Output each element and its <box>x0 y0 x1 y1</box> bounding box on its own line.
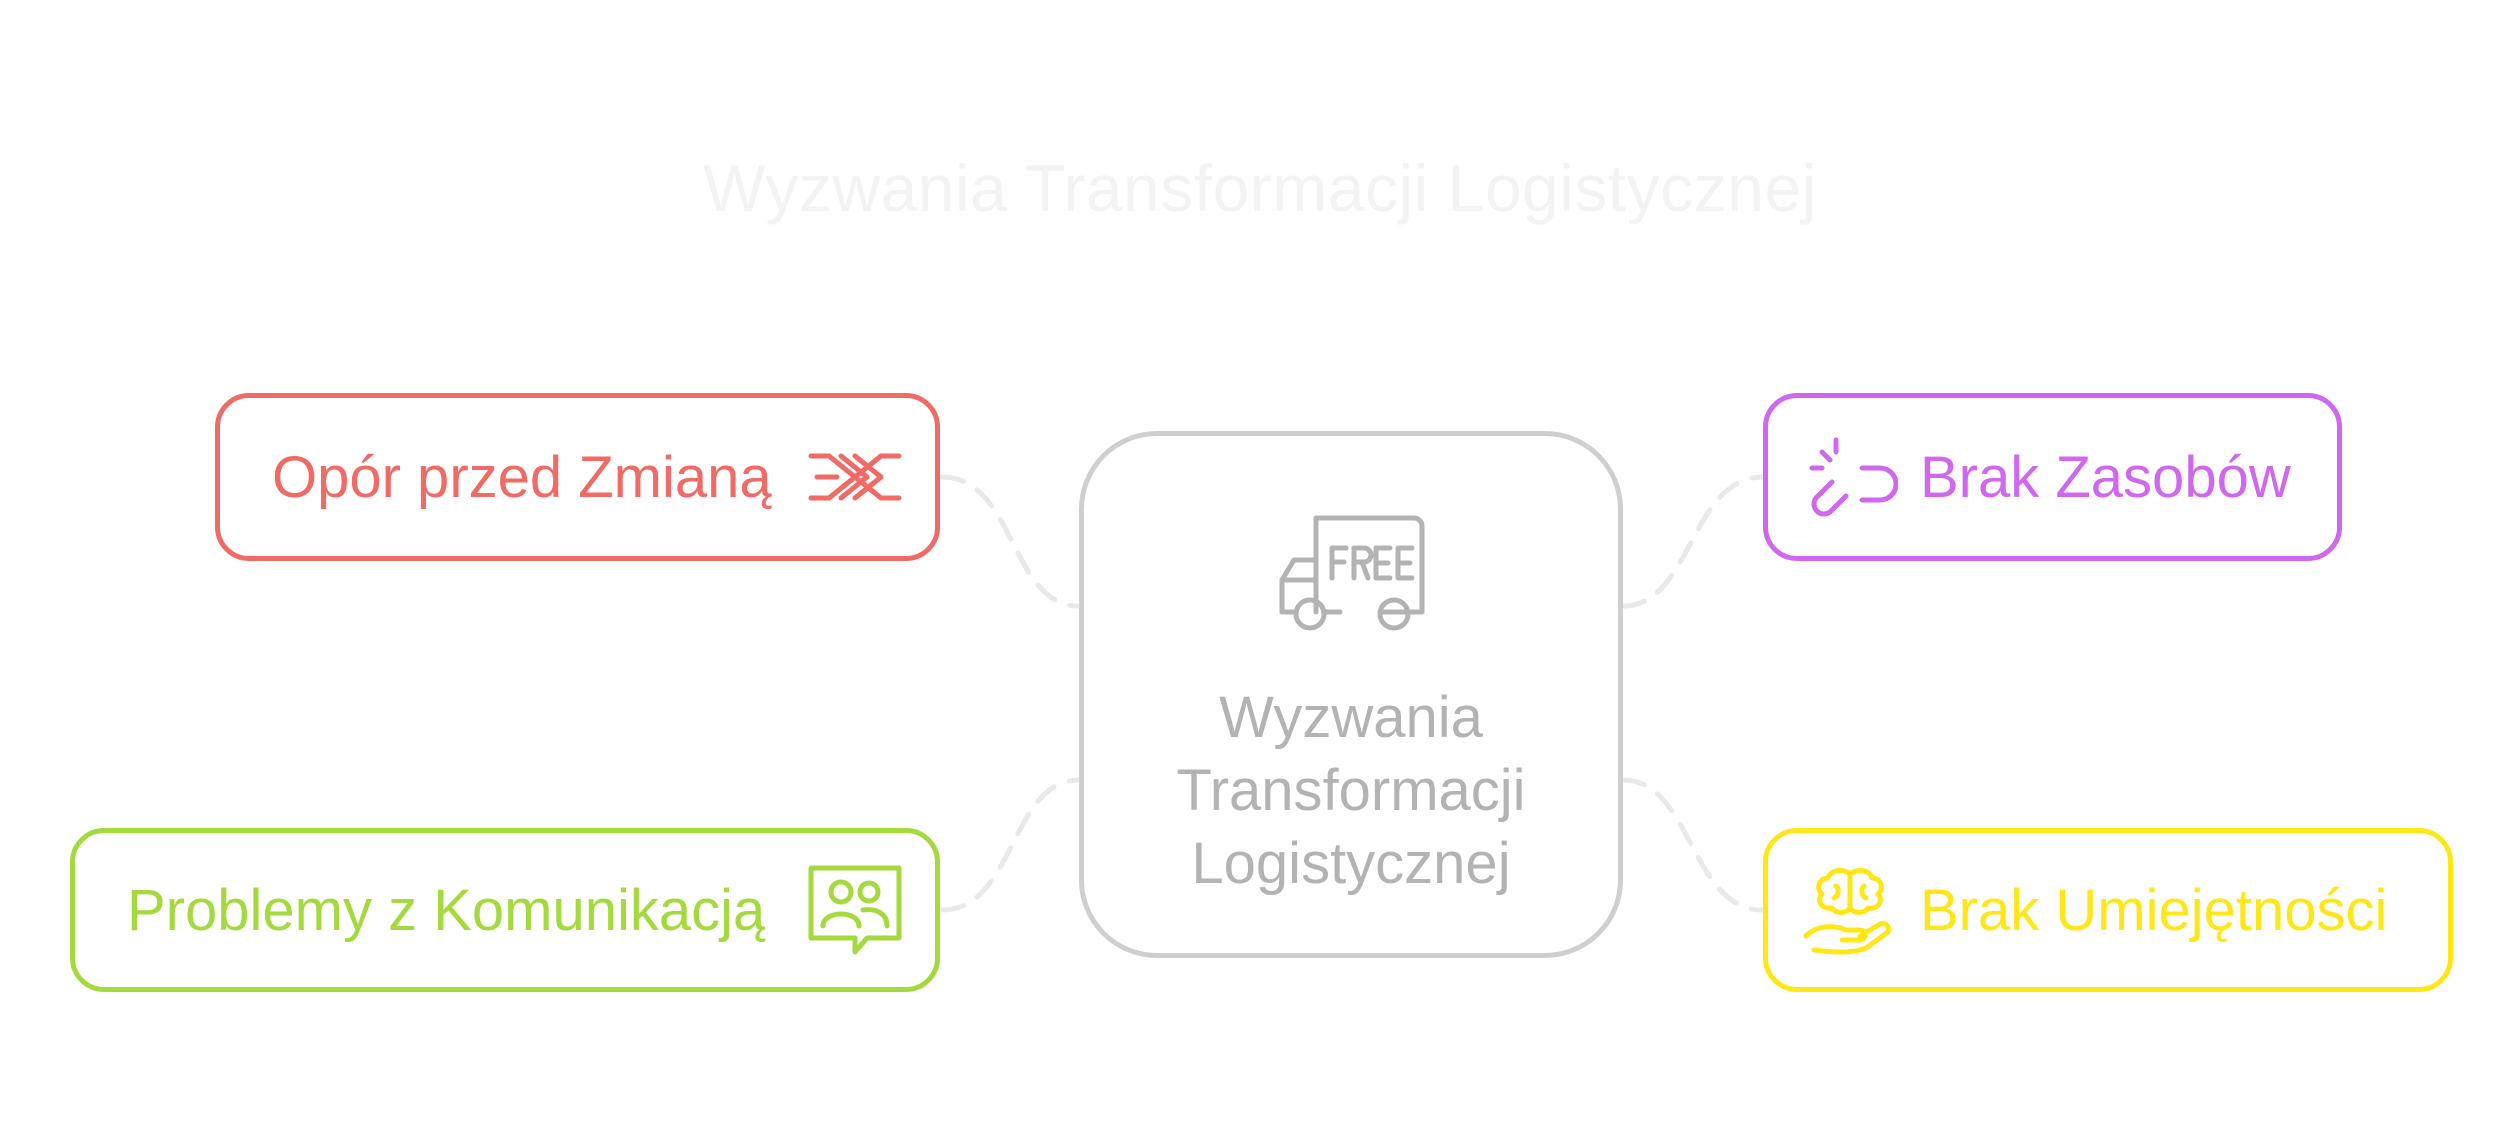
brain-hand-icon <box>1802 864 1898 956</box>
connector-komunikacja <box>939 777 1082 913</box>
broken-link-icon <box>1802 432 1898 522</box>
center-node-label: Wyzwania Transformacji Logistycznej <box>1176 685 1526 896</box>
node-opor-label: Opór przed Zmianą <box>272 444 772 510</box>
chat-people-icon <box>807 864 903 956</box>
node-zasoby-label: Brak Zasobów <box>1920 444 2291 510</box>
center-node[interactable]: Wyzwania Transformacji Logistycznej <box>1079 431 1623 958</box>
free-delivery-truck-icon <box>1276 514 1426 637</box>
connector-opor <box>939 474 1082 609</box>
node-brak-umiejetnosci[interactable]: Brak Umiejętności <box>1763 828 2453 992</box>
node-brak-zasobow[interactable]: Brak Zasobów <box>1763 393 2342 561</box>
node-komunikacja-label: Problemy z Komunikacją <box>127 877 766 943</box>
diagram-title: Wyzwania Transformacji Logistycznej <box>703 151 1817 225</box>
connector-umiejetnosci <box>1620 777 1766 913</box>
node-problemy-z-komunikacja[interactable]: Problemy z Komunikacją <box>70 828 940 992</box>
node-umiejetnosci-label: Brak Umiejętności <box>1920 877 2388 943</box>
rope-knot-icon <box>807 442 903 512</box>
node-opor-przed-zmiana[interactable]: Opór przed Zmianą <box>215 393 940 561</box>
connector-zasoby <box>1620 474 1766 609</box>
